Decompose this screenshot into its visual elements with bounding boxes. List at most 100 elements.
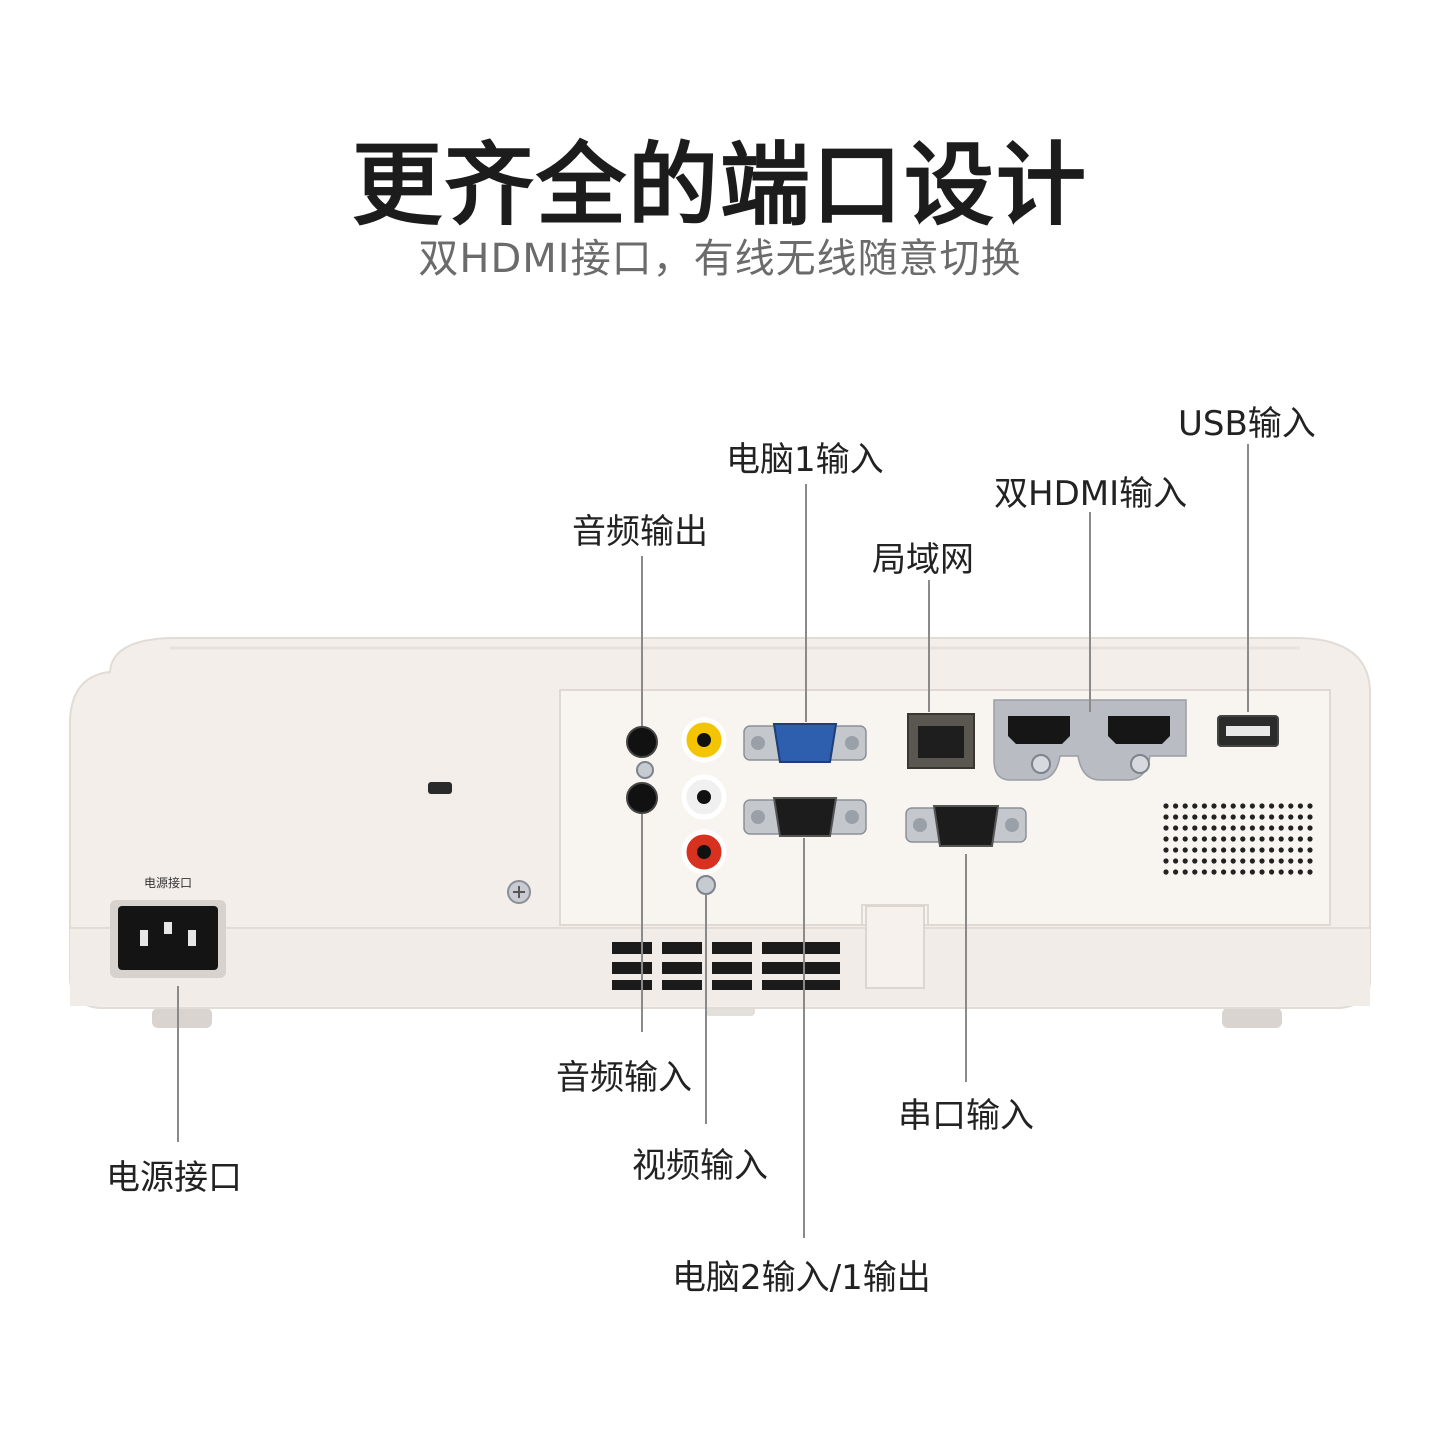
speaker-hole [1307,847,1313,853]
speaker-hole [1288,803,1294,809]
speaker-hole [1240,814,1246,820]
speaker-hole [1249,825,1255,831]
speaker-hole [1173,869,1179,875]
speaker-hole [1259,803,1265,809]
speaker-hole [1307,825,1313,831]
speaker-hole [1269,803,1275,809]
callout-audio-in: 音频输入 [556,1058,692,1098]
page-subtitle: 双HDMI接口，有线无线随意切换 [418,236,1022,282]
speaker-hole [1307,869,1313,875]
speaker-hole [1173,836,1179,842]
hdmi-port-1 [1008,716,1070,744]
power-panel-label: 电源接口 [144,875,192,890]
speaker-hole [1288,836,1294,842]
speaker-hole [1230,869,1236,875]
speaker-hole [1221,803,1227,809]
callout-usb: USB输入 [1178,404,1316,444]
speaker-hole [1173,825,1179,831]
speaker-hole [1163,814,1169,820]
speaker-hole [1278,836,1284,842]
speaker-hole [1297,869,1303,875]
speaker-hole [1240,847,1246,853]
speaker-hole [1288,814,1294,820]
speaker-hole [1240,836,1246,842]
speaker-hole [1297,825,1303,831]
speaker-hole [1278,869,1284,875]
speaker-hole [1211,814,1217,820]
speaker-hole [1307,858,1313,864]
speaker-hole [1240,825,1246,831]
speaker-hole [1269,814,1275,820]
speaker-hole [1201,869,1207,875]
speaker-hole [1278,858,1284,864]
speaker-hole [1288,858,1294,864]
hdmi-screw-1-icon [1031,754,1051,774]
speaker-hole [1201,803,1207,809]
vga-2-port [772,797,838,837]
speaker-hole [1201,836,1207,842]
callout-pc1: 电脑1输入 [726,440,884,480]
callout-hdmi: 双HDMI输入 [994,474,1188,514]
speaker-hole [1240,858,1246,864]
speaker-hole [1221,858,1227,864]
air-vent-grille [612,942,840,990]
speaker-hole [1211,803,1217,809]
speaker-grille [1163,803,1313,875]
speaker-hole [1297,858,1303,864]
speaker-hole [1278,825,1284,831]
speaker-hole [1269,847,1275,853]
speaker-hole [1259,825,1265,831]
callout-leader-lines [177,444,1249,1238]
speaker-hole [1259,847,1265,853]
hdmi-port-2 [1108,716,1170,744]
hdmi-screw-2-icon [1130,754,1150,774]
speaker-hole [1278,803,1284,809]
callout-power: 电源接口 [106,1158,242,1198]
speaker-hole [1192,825,1198,831]
speaker-hole [1269,858,1275,864]
speaker-hole [1249,858,1255,864]
speaker-hole [1182,803,1188,809]
speaker-hole [1297,814,1303,820]
audio-screw-icon [636,761,654,779]
cable-slot [865,905,925,989]
speaker-hole [1221,847,1227,853]
speaker-hole [1230,836,1236,842]
speaker-hole [1230,814,1236,820]
speaker-hole [1249,836,1255,842]
page-title: 更齐全的端口设计 [352,133,1088,238]
speaker-hole [1163,858,1169,864]
speaker-hole [1249,814,1255,820]
speaker-hole [1269,836,1275,842]
speaker-hole [1288,825,1294,831]
speaker-hole [1211,836,1217,842]
speaker-hole [1221,836,1227,842]
speaker-hole [1163,836,1169,842]
speaker-hole [1249,847,1255,853]
speaker-hole [1211,858,1217,864]
speaker-hole [1182,814,1188,820]
speaker-hole [1182,847,1188,853]
speaker-hole [1230,847,1236,853]
speaker-hole [1211,847,1217,853]
speaker-hole [1221,869,1227,875]
serial-port [932,805,1000,847]
speaker-hole [1182,836,1188,842]
speaker-hole [1201,858,1207,864]
vga-1-port [772,723,838,763]
speaker-hole [1249,869,1255,875]
speaker-hole [1230,803,1236,809]
speaker-hole [1163,847,1169,853]
speaker-hole [1201,825,1207,831]
speaker-hole [1297,836,1303,842]
power-inlet [118,906,218,970]
speaker-hole [1192,847,1198,853]
rca-screw-icon [696,875,716,895]
speaker-hole [1230,825,1236,831]
speaker-hole [1163,825,1169,831]
speaker-hole [1249,803,1255,809]
speaker-hole [1297,847,1303,853]
callout-lan: 局域网 [872,540,974,580]
speaker-hole [1288,869,1294,875]
